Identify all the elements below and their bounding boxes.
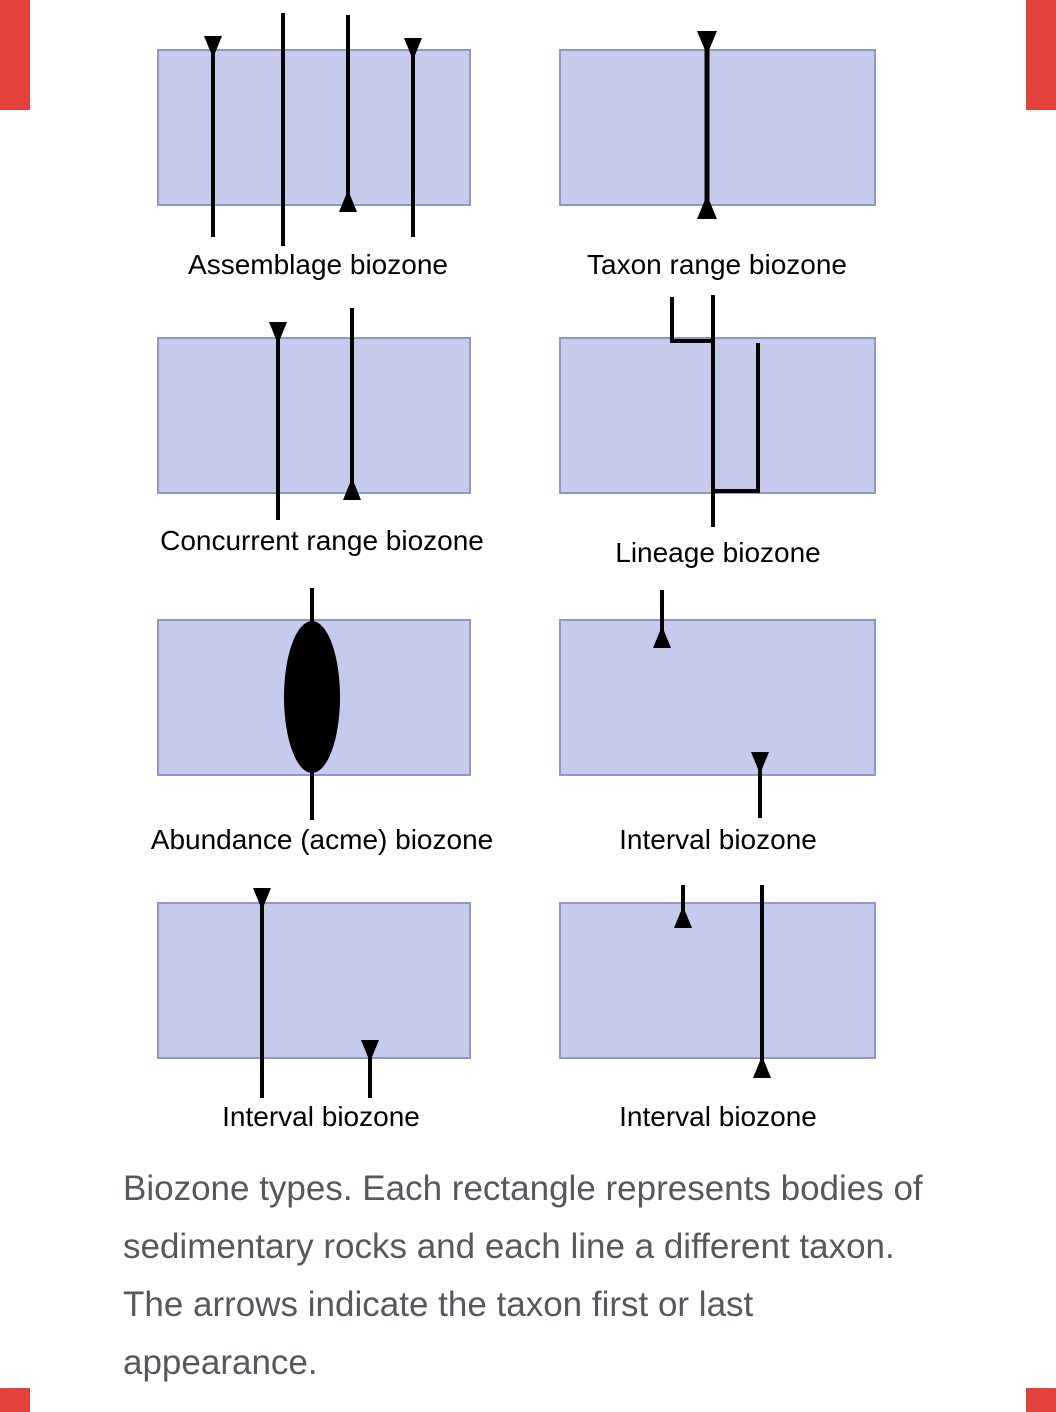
panel-taxon-range xyxy=(559,31,876,219)
edge-bar-top-right xyxy=(1026,0,1056,110)
rock-rectangle xyxy=(559,619,876,776)
panel-interval-top-right xyxy=(559,590,876,818)
edge-bar-bottom-right xyxy=(1026,1388,1056,1412)
panel-lineage xyxy=(559,295,876,527)
arrow-down-icon xyxy=(361,1040,379,1062)
panel-interval-bottom-left xyxy=(157,888,471,1098)
arrow-down-icon xyxy=(697,31,717,55)
panel-label-assemblage: Assemblage biozone xyxy=(188,249,448,280)
panel-label-interval-bottom-right: Interval biozone xyxy=(619,1101,817,1132)
panel-label-taxon-range: Taxon range biozone xyxy=(587,249,847,280)
rock-rectangle xyxy=(559,337,876,494)
panel-label-lineage: Lineage biozone xyxy=(615,537,821,568)
arrow-down-icon xyxy=(269,322,287,344)
rock-rectangle xyxy=(157,337,471,494)
arrow-down-icon xyxy=(253,888,271,910)
arrow-up-icon xyxy=(653,626,671,648)
arrow-up-icon xyxy=(339,190,357,212)
rock-rectangle xyxy=(559,902,876,1059)
arrow-up-icon xyxy=(674,906,692,928)
panel-abundance-acme xyxy=(157,588,471,820)
arrow-up-icon xyxy=(697,195,717,219)
rock-rectangle xyxy=(157,902,471,1059)
edge-bar-bottom-left xyxy=(0,1388,30,1412)
biozone-diagram xyxy=(157,13,876,1098)
panel-label-interval-bottom-left: Interval biozone xyxy=(222,1101,420,1132)
arrow-down-icon xyxy=(204,36,222,58)
panel-label-concurrent-range: Concurrent range biozone xyxy=(160,525,484,556)
arrow-up-icon xyxy=(343,478,361,500)
panel-label-abundance: Abundance (acme) biozone xyxy=(150,824,494,855)
rock-rectangle xyxy=(157,49,471,206)
panel-assemblage xyxy=(157,13,471,246)
arrow-up-icon xyxy=(753,1056,771,1078)
panel-label-interval-top-right: Interval biozone xyxy=(619,824,817,855)
rock-rectangle xyxy=(559,49,876,206)
figure-caption: Biozone types. Each rectangle represents… xyxy=(123,1169,923,1382)
arrow-down-icon xyxy=(751,752,769,774)
panel-concurrent-range xyxy=(157,308,471,520)
arrow-down-icon xyxy=(404,38,422,60)
abundance-spindle xyxy=(284,621,340,773)
edge-bar-top-left xyxy=(0,0,30,110)
panel-interval-bottom-right xyxy=(559,885,876,1078)
